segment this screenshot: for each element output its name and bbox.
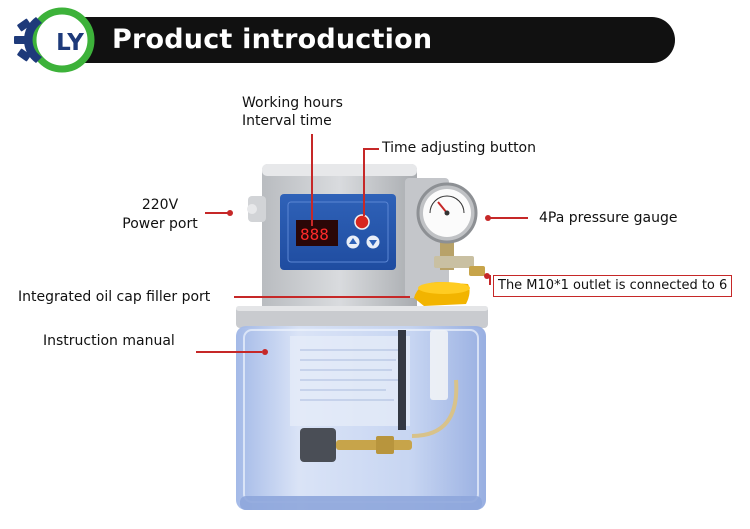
pressure-gauge <box>416 182 485 276</box>
working-hours-label: Working hours <box>242 95 343 111</box>
working-hours-leader <box>311 134 313 226</box>
logo-text: LY <box>56 30 84 56</box>
oil-tank <box>236 326 486 510</box>
time-button-leader-v <box>363 148 365 216</box>
oil-filler-cap <box>414 282 470 306</box>
outlet-marker <box>484 273 490 279</box>
gear-logo-icon <box>14 7 95 73</box>
control-panel: 888 <box>280 194 396 270</box>
tank-lid <box>236 306 488 328</box>
manual-label: Instruction manual <box>43 333 175 349</box>
time-button-leader-h <box>363 148 379 150</box>
gauge-marker <box>485 215 491 221</box>
power-port-leader <box>205 212 230 214</box>
time-button-label: Time adjusting button <box>382 140 536 156</box>
brand-logo: LY <box>12 7 96 73</box>
power-port-marker <box>227 210 233 216</box>
outlet-label: The M10*1 outlet is connected to 6 <box>493 275 733 297</box>
manual-leader <box>196 351 262 353</box>
manual-marker <box>262 349 268 355</box>
page-title: Product introduction <box>112 24 433 55</box>
filler-port-label: Integrated oil cap filler port <box>18 289 211 305</box>
outlet-leader <box>489 275 491 285</box>
filler-port-leader <box>234 296 410 298</box>
gauge-leader <box>490 217 528 219</box>
pressure-gauge-label: 4Pa pressure gauge <box>539 210 678 226</box>
svg-text:888: 888 <box>300 225 329 244</box>
power-port-label: Power port <box>122 216 198 232</box>
power-voltage-label: 220V <box>141 197 179 213</box>
header-banner <box>55 17 675 63</box>
interval-time-label: Interval time <box>242 113 332 129</box>
